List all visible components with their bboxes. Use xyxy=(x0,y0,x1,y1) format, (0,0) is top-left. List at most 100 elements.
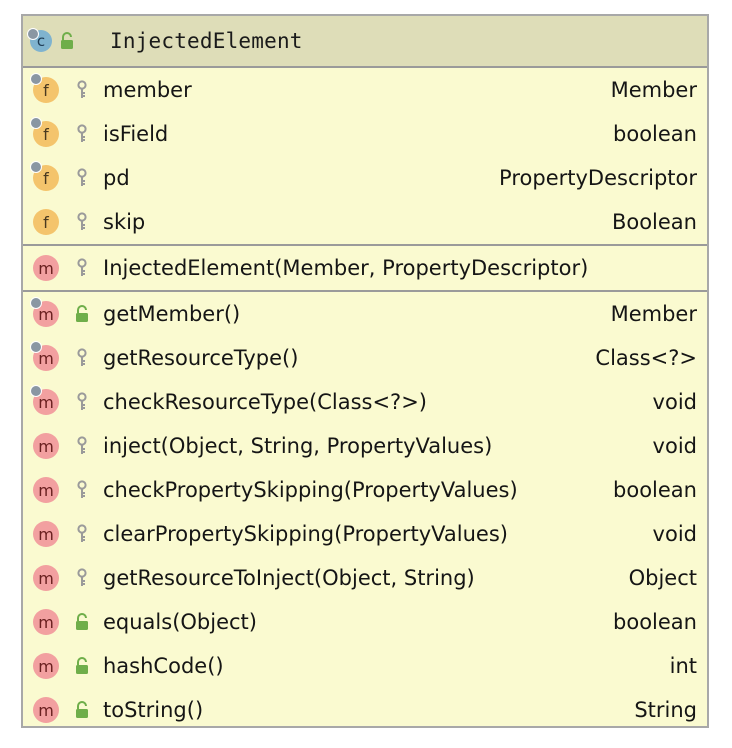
method-name: toString() xyxy=(103,698,204,722)
private-key-icon xyxy=(75,436,89,456)
kind-letter: m xyxy=(38,480,54,500)
kind-letter: f xyxy=(43,168,49,188)
private-key-icon xyxy=(75,524,89,544)
field-name: member xyxy=(103,78,192,102)
method-icon: m xyxy=(33,697,59,723)
field-icon: f xyxy=(30,117,59,147)
private-key-icon xyxy=(75,348,89,368)
method-icon: m xyxy=(33,477,59,503)
field-type: boolean xyxy=(613,122,697,146)
method-icon: m xyxy=(33,521,59,547)
constructors-section: m InjectedElement(Member, PropertyDescrip… xyxy=(23,246,707,292)
method-row: m toString() String xyxy=(23,688,707,732)
kind-letter: m xyxy=(38,568,54,588)
method-name: inject(Object, String, PropertyValues) xyxy=(103,434,493,458)
field-icon: f xyxy=(30,161,59,191)
method-row: m equals(Object) boolean xyxy=(23,600,707,644)
method-row: m checkResourceType(Class<?>) void xyxy=(23,380,707,424)
abstract-marker-icon xyxy=(30,117,42,129)
field-name: skip xyxy=(103,210,146,234)
field-row: f skip Boolean xyxy=(23,200,707,244)
kind-letter: f xyxy=(43,212,49,232)
method-name: clearPropertySkipping(PropertyValues) xyxy=(103,522,508,546)
private-key-icon xyxy=(75,124,89,144)
private-key-icon xyxy=(75,480,89,500)
method-row: m getResourceType() Class<?> xyxy=(23,336,707,380)
abstract-marker-icon xyxy=(30,73,42,85)
public-lock-icon xyxy=(75,700,89,720)
field-row: f pd PropertyDescriptor xyxy=(23,156,707,200)
abstract-marker-icon xyxy=(30,161,42,173)
kind-letter: m xyxy=(38,656,54,676)
class-header: c InjectedElement xyxy=(23,16,707,68)
method-type: Object xyxy=(628,566,697,590)
method-name: checkPropertySkipping(PropertyValues) xyxy=(103,478,518,502)
method-name: equals(Object) xyxy=(103,610,257,634)
method-row: m getResourceToInject(Object, String) Obje… xyxy=(23,556,707,600)
method-type: void xyxy=(652,522,697,546)
class-kind-letter: c xyxy=(36,32,46,50)
private-key-icon xyxy=(75,168,89,188)
kind-letter: m xyxy=(38,524,54,544)
method-icon: m xyxy=(33,433,59,459)
field-name: pd xyxy=(103,166,130,190)
class-icon: c xyxy=(27,28,52,52)
abstract-marker-icon xyxy=(30,297,42,309)
kind-letter: m xyxy=(38,612,54,632)
kind-letter: m xyxy=(38,700,54,720)
private-key-icon xyxy=(75,212,89,232)
method-name: checkResourceType(Class<?>) xyxy=(103,390,427,414)
method-type: Member xyxy=(610,302,697,326)
method-icon: m xyxy=(33,565,59,591)
method-row: m hashCode() int xyxy=(23,644,707,688)
kind-letter: f xyxy=(43,124,49,144)
kind-letter: m xyxy=(38,436,54,456)
method-type: Class<?> xyxy=(595,346,697,370)
method-icon: m xyxy=(30,385,59,415)
field-type: Boolean xyxy=(611,210,697,234)
method-row: m inject(Object, String, PropertyValues) v… xyxy=(23,424,707,468)
private-key-icon xyxy=(75,258,89,278)
method-type: boolean xyxy=(613,610,697,634)
method-name: getResourceToInject(Object, String) xyxy=(103,566,475,590)
kind-letter: m xyxy=(38,258,54,278)
field-name: isField xyxy=(103,122,169,146)
abstract-marker-icon xyxy=(30,341,42,353)
kind-letter: m xyxy=(38,304,54,324)
public-lock-icon xyxy=(75,612,89,632)
abstract-marker-icon xyxy=(30,385,42,397)
method-row: m clearPropertySkipping(PropertyValues) vo… xyxy=(23,512,707,556)
abstract-marker-icon xyxy=(27,28,39,40)
method-type: int xyxy=(669,654,697,678)
method-icon: m xyxy=(33,653,59,679)
constructor-row: m InjectedElement(Member, PropertyDescrip… xyxy=(23,246,707,290)
method-name: getResourceType() xyxy=(103,346,299,370)
method-name: getMember() xyxy=(103,302,241,326)
field-icon: f xyxy=(30,73,59,103)
method-type: void xyxy=(652,390,697,414)
private-key-icon xyxy=(75,80,89,100)
field-row: f isField boolean xyxy=(23,112,707,156)
method-icon: m xyxy=(30,297,59,327)
method-type: String xyxy=(634,698,697,722)
kind-letter: m xyxy=(38,392,54,412)
method-name: hashCode() xyxy=(103,654,224,678)
public-lock-icon xyxy=(75,656,89,676)
kind-letter: f xyxy=(43,80,49,100)
public-lock-icon xyxy=(60,31,74,51)
field-type: PropertyDescriptor xyxy=(499,166,697,190)
kind-letter: m xyxy=(38,348,54,368)
method-icon: m xyxy=(33,609,59,635)
constructor-name: InjectedElement(Member, PropertyDescript… xyxy=(103,256,589,280)
class-name: InjectedElement xyxy=(110,29,303,53)
method-row: m getMember() Member xyxy=(23,292,707,336)
public-lock-icon xyxy=(75,304,89,324)
method-type: void xyxy=(652,434,697,458)
methods-section: m getMember() Member m getResourceType() Clas… xyxy=(23,292,707,732)
field-icon: f xyxy=(33,209,59,235)
private-key-icon xyxy=(75,568,89,588)
